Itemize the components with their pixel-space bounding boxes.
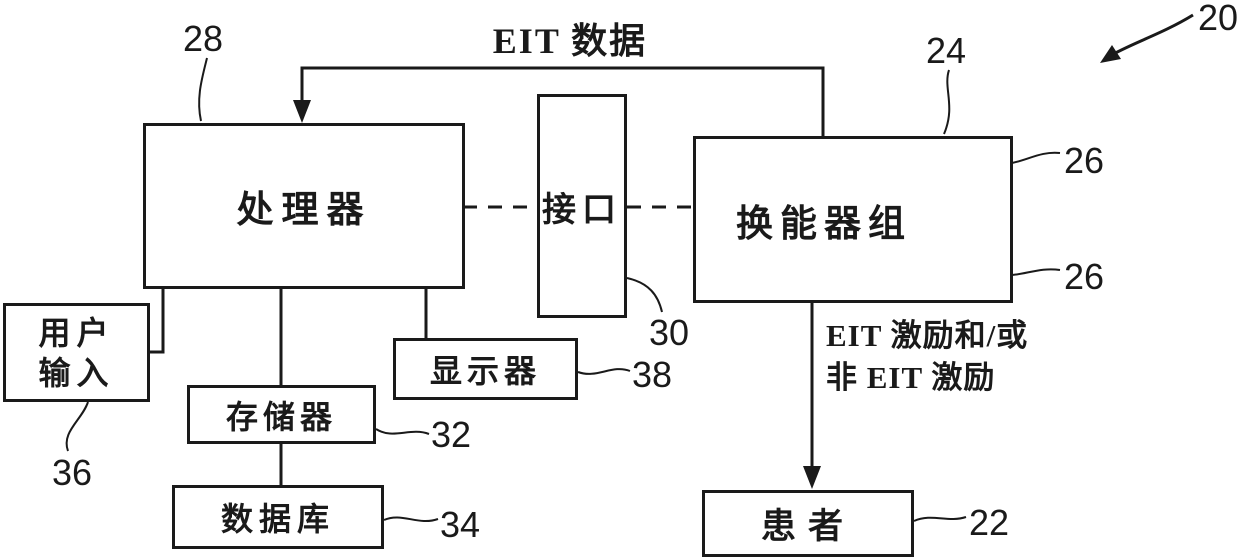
processor-user-input-line [150,288,165,354]
figure-ref-20: 20 [1198,0,1239,38]
user-input-ref-36: 36 [52,452,93,493]
processor-ref-28: 28 [183,18,224,59]
electrode-ref-26-top: 26 [1064,140,1105,181]
user-input-box: 用户 输入 [3,303,150,402]
memory-label: 存储器 [225,398,337,435]
eit-excitation-label: EIT 激励和/或 非 EIT 激励 [826,315,1028,399]
patient-label: 患者 [760,507,855,546]
eit-data-arrowhead-icon [293,100,311,123]
figure-ref-arrow-line [1107,13,1194,59]
ref-38-leader-line [577,368,631,375]
transducer-array-box: 换能器组 [693,136,1013,303]
display-box: 显示器 [393,338,578,400]
interface-box: 接口 [537,94,627,318]
processor-box: 处理器 [143,123,465,289]
display-ref-38: 38 [632,354,673,395]
transducer-ref-24: 24 [926,30,967,71]
processor-label: 处理器 [236,190,372,231]
ref-24-leader-line [943,69,951,135]
eit-excitation-line1: EIT 激励和/或 [826,318,1029,353]
eit-excitation-line2: 非 EIT 激励 [826,360,996,395]
database-ref-34: 34 [440,504,481,545]
interface-label: 接口 [542,191,622,229]
user-input-label-line2: 输入 [38,354,115,391]
user-input-label-line1: 用户 [38,314,115,351]
ref-28-leader-line [198,57,208,122]
memory-box: 存储器 [187,385,376,444]
electrode-ref-26-bottom: 26 [1064,256,1105,297]
display-label: 显示器 [429,353,541,389]
ref-34-leader-line [383,516,439,522]
interface-ref-30: 30 [649,312,690,353]
database-label: 数据库 [220,501,335,537]
database-box: 数据库 [172,485,384,549]
ref-32-leader-line [375,428,430,435]
transducer-array-label: 换能器组 [736,203,912,245]
ref-30-leader-line [626,277,663,313]
eit-data-flow-label: EIT 数据 [492,21,648,61]
figure-ref-arrowhead-icon [1100,45,1121,63]
ref-36-leader-line [65,401,89,452]
patient-ref-22: 22 [969,502,1010,543]
user-input-label: 用户 输入 [38,313,114,393]
eit-data-line [300,66,825,136]
ref-22-leader-line [913,516,967,522]
memory-ref-32: 32 [431,414,472,455]
patient-box: 患者 [702,490,914,557]
transducer-patient-arrowhead-icon [803,466,821,489]
